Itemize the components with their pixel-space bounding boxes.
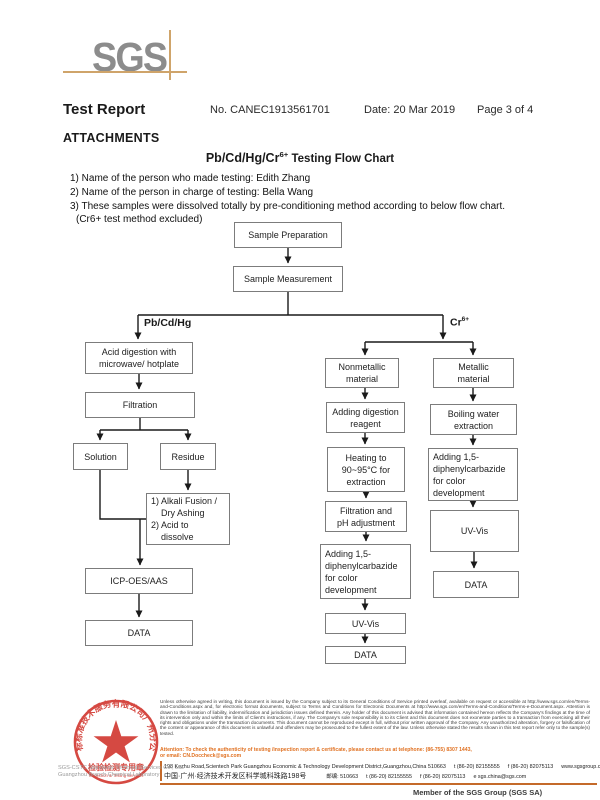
stamp-circle <box>73 699 159 785</box>
address-cn-email: e sgs.china@sgs.com <box>473 774 527 780</box>
stamp-center-label: 检验检测专用章 <box>88 762 144 772</box>
company-line-1: SGS-CSTC Standards Technical Services Co… <box>58 765 185 771</box>
report-date: Date: 20 Mar 2019 <box>364 104 456 116</box>
address-row-en: 198 Kezhu Road,Scientech Park Guangzhou … <box>164 764 600 770</box>
inspection-stamp: 通标标准技术服务有限公司广州分公司 检验检测专用章 Inspection & T… <box>68 696 159 785</box>
flow-box-acid-digestion: Acid digestion with microwave/ hotplate <box>85 342 193 374</box>
stamp-star-icon <box>93 720 139 763</box>
logo-crosshair-vertical <box>169 30 171 80</box>
flow-box-uvvis-metallic: UV-Vis <box>430 510 519 552</box>
page-indicator: Page 3 of 4 <box>477 104 534 116</box>
flow-box-sample-preparation: Sample Preparation <box>234 222 342 248</box>
flow-box-adding-digestion-reagent: Adding digestion reagent <box>326 402 405 433</box>
flow-box-dpc-metallic: Adding 1,5- diphenylcarbazide for color … <box>428 448 518 501</box>
connector <box>99 470 146 520</box>
attention-block: Attention: To check the authenticity of … <box>160 747 590 759</box>
flowchart-title-main: Pb/Cd/Hg/Cr <box>205 151 280 166</box>
flow-box-nonmetallic-material: Nonmetallic material <box>325 358 399 388</box>
note-3: 3) These samples were dissolved totally … <box>70 200 506 212</box>
address-row-cn: 中国·广州·经济技术开发区科学城科珠路198号 邮编: 510663 t (86… <box>164 771 590 781</box>
flow-box-heating-extraction: Heating to 90~95°C for extraction <box>327 447 405 492</box>
company-line-2: Guangzhou Branch Chemical Laboratory <box>58 771 160 778</box>
flow-box-data-left: DATA <box>85 620 193 646</box>
flow-box-alkali-fusion: 1) Alkali Fusion / Dry Ashing 2) Acid to… <box>146 493 230 545</box>
address-en-tel: t (86-20) 82155555 <box>453 764 500 770</box>
stamp-center-sublabel: Inspection & Testing Services <box>89 773 144 778</box>
address-cn-tel: t (86-20) 82155555 <box>366 774 412 780</box>
notes-block: 1) Name of the person who made testing: … <box>70 172 540 227</box>
address-cn-postal: 邮编: 510663 <box>326 774 359 780</box>
flow-box-solution: Solution <box>73 443 128 470</box>
flow-box-sample-measurement: Sample Measurement <box>233 266 343 292</box>
flow-box-uvvis-nonmetallic: UV-Vis <box>325 613 406 634</box>
company-name-block: SGS-CSTC Standards Technical Services Co… <box>58 765 188 778</box>
note-1: 1) Name of the person who made testing: … <box>70 173 311 184</box>
report-number: No. CANEC1913561701 <box>210 104 330 116</box>
flow-box-dpc-nonmetallic: Adding 1,5- diphenylcarbazide for color … <box>320 544 411 599</box>
member-line: Member of the SGS Group (SGS SA) <box>413 788 543 797</box>
flowchart-title: Pb/Cd/Hg/Cr6+ Testing Flow Chart <box>0 150 600 165</box>
attention-line-2: or email: CN.Doccheck@sgs.com <box>160 753 242 759</box>
note-2: 2) Name of the person in charge of testi… <box>70 186 314 198</box>
address-left-rule <box>160 761 162 781</box>
flow-box-filtration: Filtration <box>85 392 195 418</box>
address-en-web: www.sgsgroup.com.cn <box>561 764 600 770</box>
flow-box-icp-oes-aas: ICP-OES/AAS <box>85 568 193 594</box>
flow-box-metallic-material: Metallic material <box>433 358 514 388</box>
footer-rule <box>160 783 597 785</box>
address-cn: 中国·广州·经济技术开发区科学城科珠路198号 <box>164 773 307 780</box>
flow-box-data-nonmetallic: DATA <box>325 646 406 664</box>
legal-text: Unless otherwise agreed in writing, this… <box>160 699 590 736</box>
attachments-heading: ATTACHMENTS <box>63 131 160 145</box>
flow-box-filtration-ph: Filtration and pH adjustment <box>325 501 407 532</box>
note-3b: (Cr6+ test method excluded) <box>76 214 203 226</box>
branch-label-cr6: Cr6+ <box>450 316 469 329</box>
flow-box-data-metallic: DATA <box>433 571 519 598</box>
flow-box-residue: Residue <box>160 443 216 470</box>
address-cn-fax: f (86-20) 82075113 <box>419 774 466 780</box>
flowchart-title-rest: Testing Flow Chart <box>288 153 395 166</box>
branch-label-cr6-main: Cr <box>450 316 462 329</box>
address-en: 198 Kezhu Road,Scientech Park Guangzhou … <box>164 764 446 770</box>
logo-crosshair-horizontal <box>63 71 187 73</box>
address-en-fax: f (86-20) 82075113 <box>507 764 554 770</box>
flowchart-title-sup: 6+ <box>279 150 289 159</box>
branch-label-cr6-sup: 6+ <box>461 316 470 323</box>
report-title: Test Report <box>63 101 146 118</box>
branch-label-pb-cd-hg: Pb/Cd/Hg <box>144 317 192 329</box>
flow-box-boiling-water-extraction: Boiling water extraction <box>430 404 517 435</box>
attention-line-1: Attention: To check the authenticity of … <box>160 747 472 753</box>
